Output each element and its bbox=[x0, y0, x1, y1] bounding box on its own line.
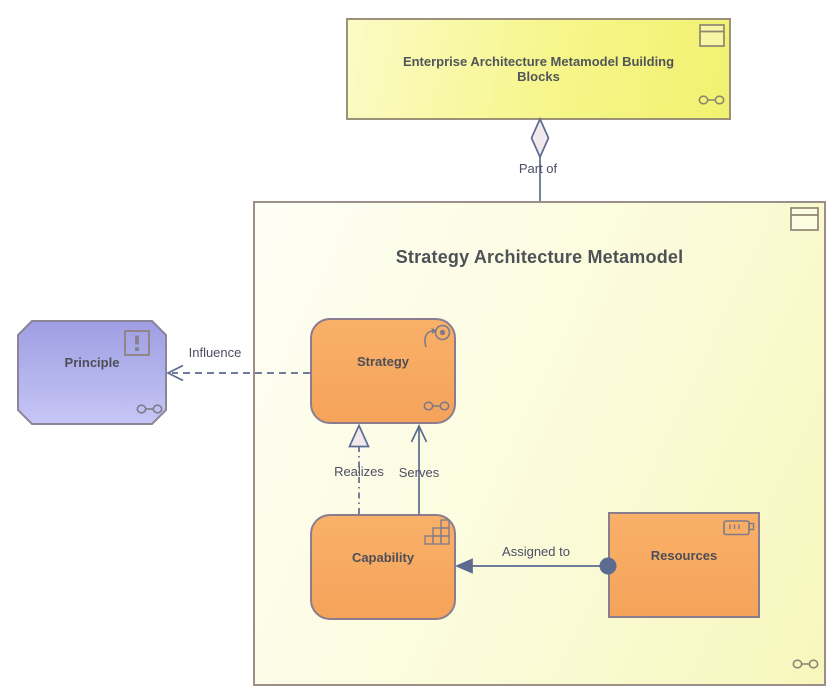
window-icon bbox=[790, 207, 819, 231]
strategy-label: Strategy bbox=[356, 353, 410, 369]
part-of-label: Part of bbox=[518, 161, 558, 176]
window-icon bbox=[699, 24, 725, 47]
serves-label: Serves bbox=[398, 465, 440, 480]
course-of-action-icon bbox=[424, 324, 451, 348]
resource-icon bbox=[723, 520, 755, 536]
influence-label: Influence bbox=[188, 345, 242, 360]
link-icon bbox=[698, 95, 725, 105]
exclamation-icon bbox=[124, 330, 150, 356]
element-capability[interactable]: Capability bbox=[310, 514, 456, 620]
resources-label: Resources bbox=[650, 547, 718, 563]
link-icon bbox=[136, 404, 163, 414]
link-icon bbox=[423, 401, 450, 411]
principle-shape bbox=[17, 320, 167, 425]
link-icon bbox=[792, 659, 819, 669]
capability-label: Capability bbox=[351, 549, 415, 565]
capability-grid-icon bbox=[424, 519, 450, 545]
element-principle[interactable]: Principle bbox=[17, 320, 167, 425]
top-box-label: Enterprise Architecture Metamodel Buildi… bbox=[402, 54, 675, 84]
element-strategy[interactable]: Strategy bbox=[310, 318, 456, 424]
aggregation-part-of-connector[interactable] bbox=[530, 116, 550, 201]
element-resources[interactable]: Resources bbox=[608, 512, 760, 618]
assigned-to-label: Assigned to bbox=[502, 544, 570, 559]
group-ea-metamodel-building-blocks[interactable]: Enterprise Architecture Metamodel Buildi… bbox=[346, 18, 731, 120]
group-title: Strategy Architecture Metamodel bbox=[395, 247, 684, 267]
realizes-label: Realizes bbox=[334, 464, 384, 479]
principle-label: Principle bbox=[64, 355, 120, 370]
